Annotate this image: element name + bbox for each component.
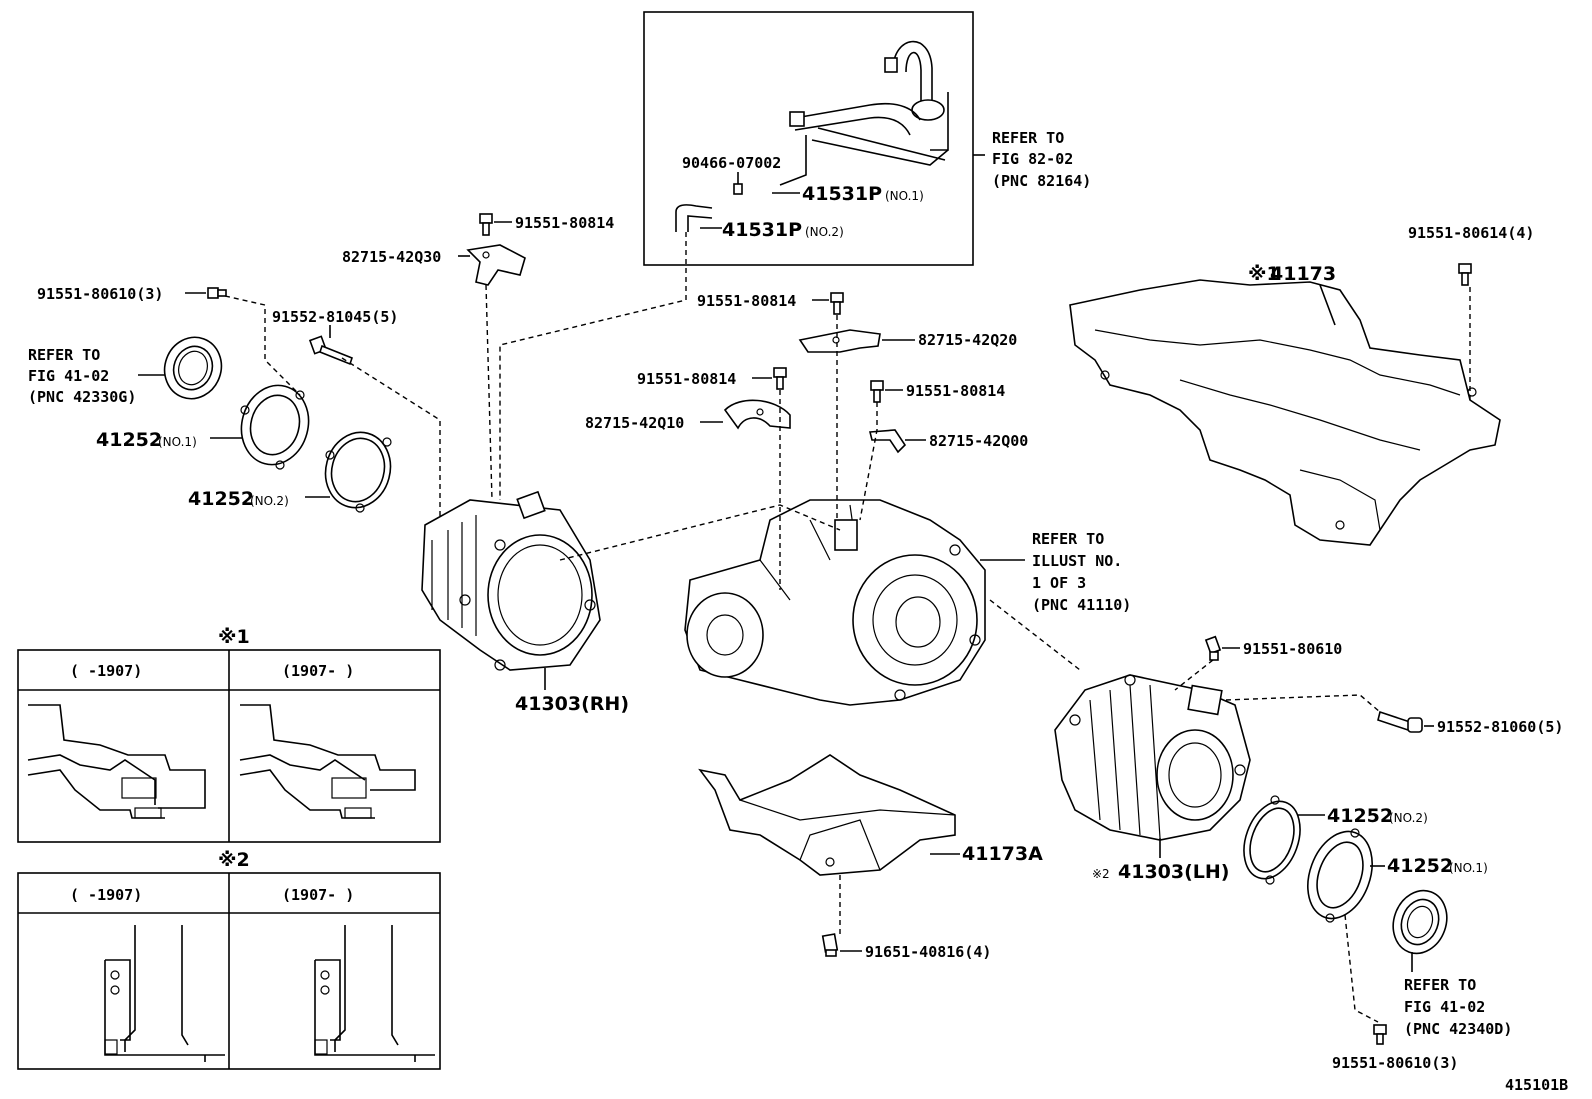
ref-seal-rh-line2: FIG 41-02 [28, 367, 109, 385]
ref-hose-line1: REFER TO [992, 129, 1064, 147]
inset1-title: ※1 [218, 626, 250, 648]
breather-hose-no1 [779, 40, 949, 186]
ref-seal-rh-line3: (PNC 42330G) [28, 388, 136, 406]
bolt-91551-80814-a [479, 213, 493, 236]
label-91551-80814-c: 91551-80814 [637, 370, 736, 388]
oil-seal-lh [1392, 889, 1448, 955]
label-41173A: 41173A [962, 843, 1043, 865]
bolt-91551-80614 [1458, 263, 1472, 286]
bracket-82715-42Q00 [868, 429, 907, 454]
bracket-82715-42Q30 [466, 244, 526, 286]
ref-illust-line3: 1 OF 3 [1032, 574, 1086, 592]
label-41173-mark: ※1 [1248, 263, 1280, 285]
label-91651-40816: 91651-40816(4) [865, 943, 991, 961]
assembly-lines [224, 232, 1471, 1023]
label-91551-80814-a: 91551-80814 [515, 214, 614, 232]
label-82715-42Q30: 82715-42Q30 [342, 248, 441, 266]
shield-41173 [1069, 279, 1501, 546]
oil-seal-rh [163, 336, 223, 400]
bolt-91551-80814-b [830, 292, 844, 315]
bolt-91651-40816 [821, 933, 839, 957]
label-41303-lh: 41303(LH) [1118, 861, 1229, 883]
label-41173: 41173 [1270, 263, 1336, 285]
inset2-col-right: (1907- ) [282, 886, 354, 904]
label-82715-42Q00: 82715-42Q00 [929, 432, 1028, 450]
bracket-82715-42Q20 [798, 329, 881, 353]
inset1-col-right: (1907- ) [282, 662, 354, 680]
leader-41173 [1319, 284, 1336, 326]
inset2-table [17, 872, 441, 1070]
label-41252-no1-lh: 41252 [1387, 855, 1453, 877]
label-91552-81045: 91552-81045(5) [272, 308, 398, 326]
label-91551-80814-b: 91551-80814 [697, 292, 796, 310]
gasket-41252-no2-lh [1243, 795, 1301, 885]
label-82715-42Q20: 82715-42Q20 [918, 331, 1017, 349]
inset2-detail-right [314, 925, 435, 1062]
label-91551-80610-3a: 91551-80610(3) [37, 285, 163, 303]
label-41531p-a: 41531P [802, 183, 882, 205]
bracket-82715-42Q10 [723, 399, 791, 430]
inset1-detail-right [239, 704, 416, 819]
hose-inset-box [643, 11, 974, 266]
label-90466-07002: 90466-07002 [682, 154, 781, 172]
label-41252-no1-rh-suffix: (NO.1) [158, 435, 197, 449]
bolt-91551-80610-c [1373, 1024, 1387, 1045]
housing-41303-rh [421, 490, 601, 671]
ref-hose-line2: FIG 82-02 [992, 150, 1073, 168]
label-91551-80610-3b: 91551-80610(3) [1332, 1054, 1458, 1072]
gasket-41252-no2-rh [324, 431, 392, 513]
breather-hose-no2 [675, 204, 713, 232]
label-91551-80610-b: 91551-80610 [1243, 640, 1342, 658]
label-41531p-no2: (NO.2) [805, 225, 844, 239]
ref-seal-lh-line3: (PNC 42340D) [1404, 1020, 1512, 1038]
bolt-91551-80814-c [773, 367, 787, 390]
ref-seal-lh-line1: REFER TO [1404, 976, 1476, 994]
housing-41303-lh [1054, 674, 1251, 841]
label-41531p-b: 41531P [722, 219, 802, 241]
gasket-41252-no1-lh [1307, 828, 1373, 923]
bolt-91551-80610-a [207, 287, 227, 299]
bolt-91551-80814-d [870, 380, 884, 403]
bolt-91551-80610-b [1204, 635, 1222, 661]
inset2-title: ※2 [218, 849, 250, 871]
label-41252-no2-lh: 41252 [1327, 805, 1393, 827]
label-82715-42Q10: 82715-42Q10 [585, 414, 684, 432]
label-91552-81060: 91552-81060(5) [1437, 718, 1563, 736]
label-41252-no2-rh: 41252 [188, 488, 254, 510]
label-41303-lh-mark: ※2 [1092, 867, 1110, 881]
cover-41173A [698, 754, 956, 876]
label-41303-rh: 41303(RH) [515, 693, 629, 715]
gasket-41252-no1-rh [240, 384, 310, 470]
label-41252-no2-lh-suffix: (NO.2) [1389, 811, 1428, 825]
label-91551-80614: 91551-80614(4) [1408, 224, 1534, 242]
ref-illust-line2: ILLUST NO. [1032, 552, 1122, 570]
clip-90466 [733, 172, 743, 195]
bolt-91552-81060 [1377, 710, 1423, 733]
inset1-detail-left [27, 704, 206, 819]
inset1-table [17, 649, 441, 843]
label-41252-no1-rh: 41252 [96, 429, 162, 451]
figure-id: 415101B [1505, 1076, 1568, 1094]
ref-hose-line3: (PNC 82164) [992, 172, 1091, 190]
ref-seal-rh-line1: REFER TO [28, 346, 100, 364]
label-41252-no1-lh-suffix: (NO.1) [1449, 861, 1488, 875]
inset1-col-left: ( -1907) [70, 662, 142, 680]
inset2-detail-left [104, 925, 225, 1062]
transaxle-assembly [684, 499, 986, 706]
inset2-col-left: ( -1907) [70, 886, 142, 904]
ref-illust-line1: REFER TO [1032, 530, 1104, 548]
label-91551-80814-d: 91551-80814 [906, 382, 1005, 400]
label-41531p-no1: (NO.1) [885, 189, 924, 203]
label-41252-no2-rh-suffix: (NO.2) [250, 494, 289, 508]
ref-illust-line4: (PNC 41110) [1032, 596, 1131, 614]
ref-seal-lh-line2: FIG 41-02 [1404, 998, 1485, 1016]
